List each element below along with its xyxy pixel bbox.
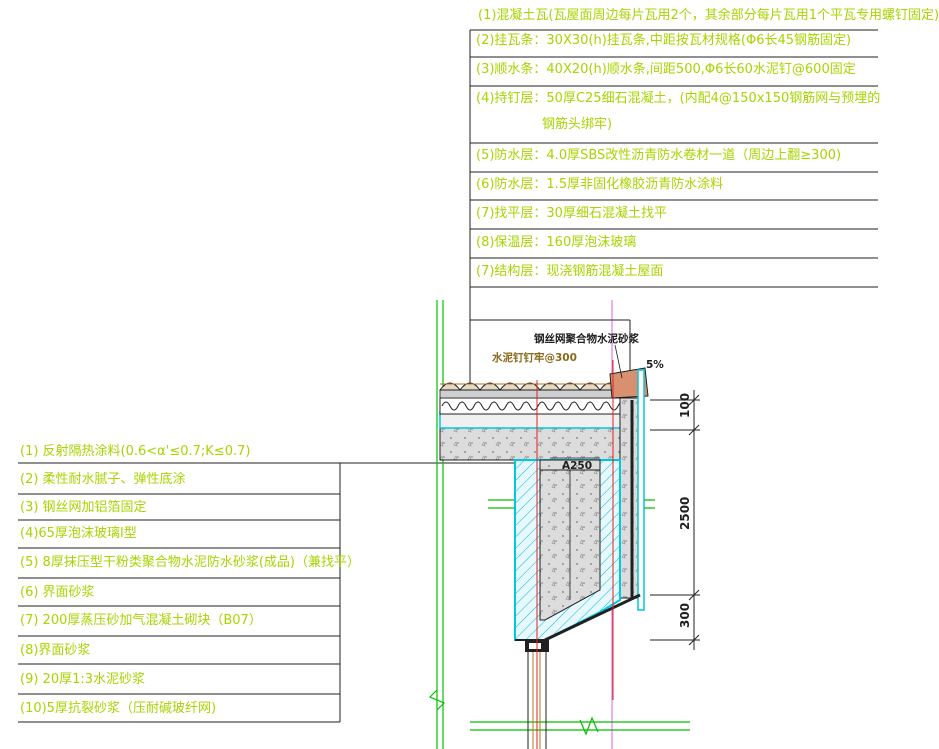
insulation-layer (439, 397, 637, 415)
dim-2500: 2500 (678, 496, 692, 530)
roof-layer-7: (7)找平层：30厚细石混凝土找平 (476, 206, 667, 221)
roof-layer-4-cont: 钢筋头绑牢) (542, 117, 613, 132)
center-lines (536, 360, 614, 749)
dimension-chain (650, 390, 700, 650)
roof-slab (439, 411, 637, 461)
wall-layer-4: (4)65厚泡沫玻璃Ⅰ型 (20, 526, 137, 541)
wall-layer-1: (1) 反射隔热涂料(0.6<α'≤0.7;K≤0.7) (20, 444, 251, 459)
wall-layer-7: (7) 200厚蒸压砂加气混凝土砌块（B07） (20, 613, 262, 628)
lower-wall (525, 640, 549, 749)
roof-layer-6: (6)防水层：1.5厚非固化橡胶沥青防水涂料 (476, 177, 724, 192)
mesh-mortar-note: 钢丝网聚合物水泥砂浆 (534, 333, 639, 345)
wall-layer-9: (9) 20厚1:3水泥砂浆 (20, 672, 146, 687)
wall-layer-2: (2) 柔性耐水腻子、弹性底涂 (20, 472, 186, 487)
roof-layer-9: (7)结构层：现浇钢筋混凝土屋面 (476, 264, 664, 279)
leaders (550, 344, 623, 459)
roof-layer-table (469, 29, 878, 400)
roof-layer-4: (4)持钉层：50厚C25细石混凝土，(内配4@150x150钢筋网与预埋的 (476, 91, 881, 106)
cement-nail-note: 水泥钉钉牢@300 (492, 352, 577, 364)
roof-layer-2: (2)挂瓦条：30X30(h)挂瓦条,中距按瓦材规格(Φ6长45钢筋固定) (476, 33, 852, 48)
wall-layer-3: (3) 钢丝网加铝箔固定 (20, 500, 147, 515)
detail-drawing (18, 29, 878, 749)
roof-tiles (439, 367, 649, 399)
slope-note: 5% (646, 359, 664, 371)
roof-layer-5: (5)防水层：4.0厚SBS改性沥青防水卷材一道（周边上翻≥300) (476, 148, 842, 163)
roof-layer-3: (3)顺水条：40X20(h)顺水条,间距500,Φ6长60水泥钉@600固定 (476, 62, 856, 77)
wall-layer-10: (10)5厚抗裂砂浆（压耐碱玻纤网) (20, 701, 217, 716)
eave-beam (514, 459, 641, 642)
dim-100: 100 (678, 392, 692, 418)
roof-layer-8: (8)保温层：160厚泡沫玻璃 (476, 235, 637, 250)
exterior-wall (619, 369, 645, 611)
roof-layer-1: (1)混凝土瓦(瓦屋面周边每片瓦用2个，其余部分每片瓦用1个平瓦专用螺钉固定) (478, 8, 939, 23)
wall-layer-8: (8)界面砂浆 (20, 643, 91, 658)
dim-300: 300 (678, 602, 692, 628)
wall-layer-table (18, 462, 540, 723)
wall-layer-5: (5) 8厚抹压型干粉类聚合物水泥防水砂浆(成品)（兼找平） (20, 555, 360, 570)
wall-layer-6: (6) 界面砂浆 (20, 585, 95, 600)
a250-note: A250 (562, 460, 593, 472)
